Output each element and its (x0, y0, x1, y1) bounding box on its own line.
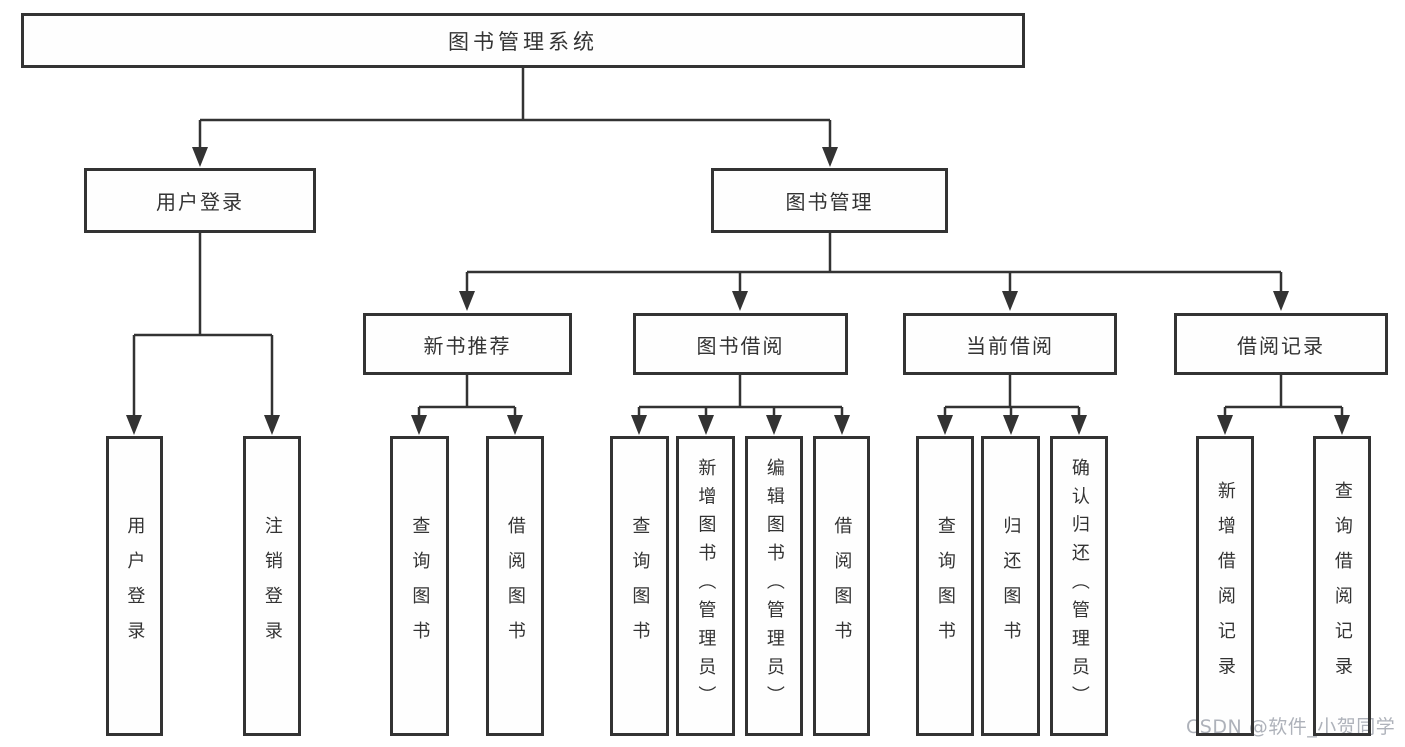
arrow-down-icon (192, 147, 208, 167)
node-label: 归还图书 (1000, 515, 1022, 657)
connector-lines (132, 68, 1344, 418)
node-label: 注销登录 (261, 515, 283, 657)
node-label: 查询图书 (409, 515, 431, 657)
leaf-logout: 注销登录 (243, 436, 301, 736)
arrow-down-icon (1217, 415, 1233, 435)
node-label: 借阅图书 (504, 515, 526, 657)
node-label: 新增借阅记录 (1214, 480, 1236, 692)
node-current-borrowing: 当前借阅 (903, 313, 1117, 375)
arrow-down-icon (822, 147, 838, 167)
node-label: 查询借阅记录 (1331, 480, 1353, 692)
node-label: 查询图书 (934, 515, 956, 657)
node-label: 新书推荐 (423, 333, 512, 358)
node-label: 确认归还（管理员） (1068, 458, 1090, 714)
leaf-user-login: 用户登录 (106, 436, 163, 736)
leaf-borrowing-borrow-books: 借阅图书 (813, 436, 870, 736)
leaf-records-add-borrow-record: 新增借阅记录 (1196, 436, 1254, 736)
arrow-down-icon (411, 415, 427, 435)
node-label: 图书管理系统 (448, 29, 598, 54)
connector-user-login-children (132, 233, 274, 418)
connector-new-book-children (417, 375, 517, 418)
arrow-down-icon (732, 291, 748, 311)
arrow-down-icon (264, 415, 280, 435)
connector-borrowing-records-children (1223, 375, 1344, 418)
leaf-borrowing-edit-books-admin: 编辑图书（管理员） (745, 436, 803, 736)
node-borrowing-records: 借阅记录 (1174, 313, 1388, 375)
csdn-watermark: CSDN @软件_小贺同学 (1186, 716, 1396, 738)
node-label: 图书借阅 (696, 333, 785, 358)
connector-current-borrowing-children (943, 375, 1081, 418)
node-label: 借阅图书 (831, 515, 853, 657)
arrow-down-icon (459, 291, 475, 311)
node-root-library-system: 图书管理系统 (21, 13, 1025, 68)
node-book-management: 图书管理 (711, 168, 948, 233)
leaf-recommend-query-books: 查询图书 (390, 436, 449, 736)
arrow-down-icon (1334, 415, 1350, 435)
leaf-borrowing-query-books: 查询图书 (610, 436, 669, 736)
node-label: 新增图书（管理员） (695, 458, 717, 714)
node-label: 查询图书 (629, 515, 651, 657)
arrow-down-icon (1071, 415, 1087, 435)
leaf-recommend-borrow-books: 借阅图书 (486, 436, 544, 736)
leaf-borrowing-add-books-admin: 新增图书（管理员） (676, 436, 735, 736)
leaf-records-query-borrow-record: 查询借阅记录 (1313, 436, 1371, 736)
connector-book-borrowing-children (637, 375, 844, 418)
leaf-current-confirm-return-admin: 确认归还（管理员） (1050, 436, 1108, 736)
node-label: 图书管理 (785, 190, 874, 214)
node-label: 编辑图书（管理员） (763, 458, 785, 714)
leaf-current-return-books: 归还图书 (981, 436, 1040, 736)
node-new-book-recommendation: 新书推荐 (363, 313, 572, 375)
arrow-down-icon (1002, 291, 1018, 311)
arrow-down-icon (507, 415, 523, 435)
arrow-down-icon (766, 415, 782, 435)
connector-root-to-level2 (198, 68, 832, 149)
node-user-login: 用户登录 (84, 168, 316, 233)
node-label: 用户登录 (124, 515, 146, 657)
arrow-down-icon (126, 415, 142, 435)
connector-book-management-children (465, 233, 1283, 295)
node-label: 当前借阅 (966, 333, 1054, 358)
arrow-down-icon (1003, 415, 1019, 435)
arrow-down-icon (698, 415, 714, 435)
arrow-down-icons (126, 147, 1350, 435)
node-book-borrowing: 图书借阅 (633, 313, 848, 375)
arrow-down-icon (937, 415, 953, 435)
arrow-down-icon (834, 415, 850, 435)
leaf-current-query-books: 查询图书 (916, 436, 974, 736)
arrow-down-icon (1273, 291, 1289, 311)
node-label: 借阅记录 (1237, 333, 1325, 358)
arrow-down-icon (631, 415, 647, 435)
node-label: 用户登录 (156, 190, 244, 214)
